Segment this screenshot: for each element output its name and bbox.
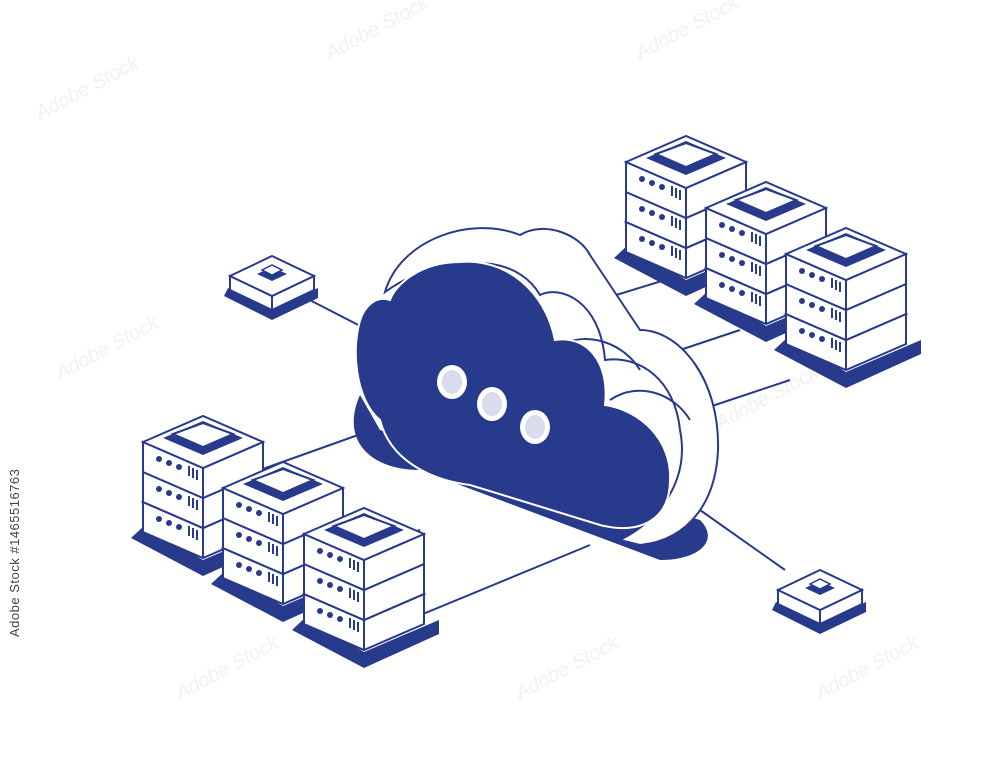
connection-line [699,379,791,411]
svg-text:Adobe Stock: Adobe Stock [31,51,143,125]
cloud-icon [353,227,720,560]
watermark-brand: Adobe Stock [7,557,22,637]
watermark-id: #1465516763 [7,468,22,554]
svg-text:Adobe Stock: Adobe Stock [631,0,743,65]
svg-text:Adobe Stock: Adobe Stock [711,361,823,435]
svg-text:Adobe Stock: Adobe Stock [51,311,163,385]
server-rack-icon [773,227,922,389]
indicator-dot [525,415,545,439]
indicator-dot [442,370,462,394]
indicator-dot [482,392,502,416]
svg-text:Adobe Stock: Adobe Stock [811,631,923,705]
network-node-icon [771,569,867,635]
cloud-indicator-dots [437,365,550,444]
connection-line [699,509,786,571]
network-node-icon [223,255,319,321]
stock-id-watermark: Adobe Stock #1465516763 [4,469,26,637]
svg-text:Adobe Stock: Adobe Stock [171,631,283,705]
svg-text:Adobe Stock: Adobe Stock [511,631,623,705]
server-rack-icon [291,507,440,669]
svg-text:Adobe Stock: Adobe Stock [321,0,433,65]
